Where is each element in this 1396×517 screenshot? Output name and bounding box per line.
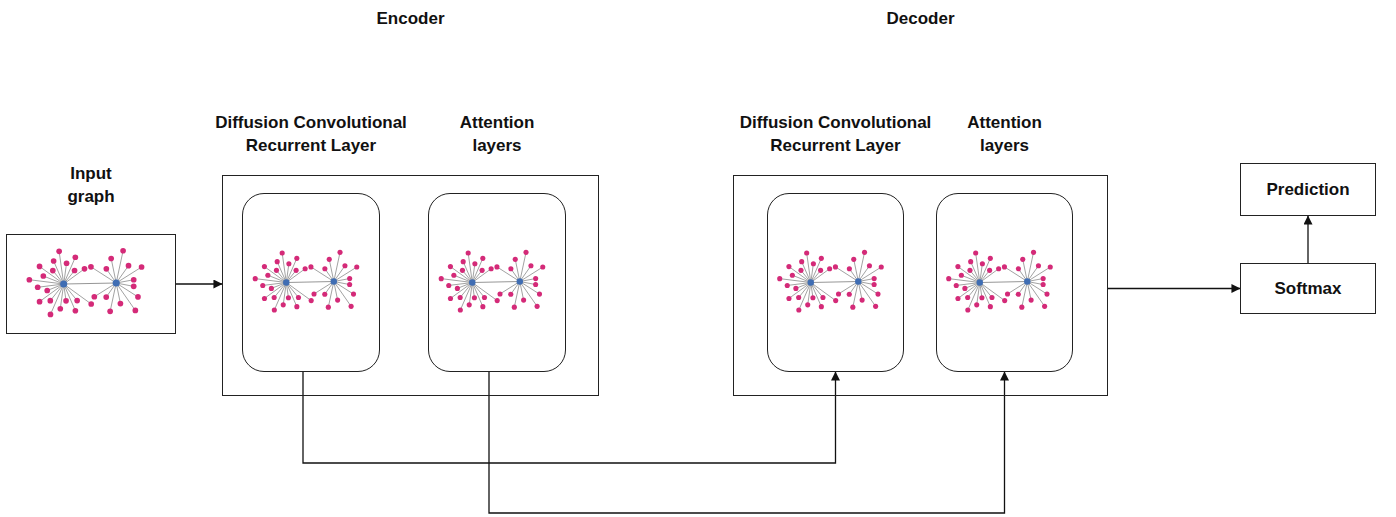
heading-label: Attention layers: [447, 112, 547, 158]
dcrnn-layer-box: Diffusion Convolutional Recurrent Layer: [242, 193, 380, 372]
flow-arrow: [176, 283, 222, 284]
flow-arrow: [1307, 216, 1308, 263]
graph-illustration: [946, 250, 1053, 313]
heading-label: Encoder: [311, 8, 511, 31]
flow-arrow: [1108, 288, 1240, 289]
attention-layer-box: Attention layers: [936, 193, 1073, 372]
flow-arrow: [303, 372, 836, 463]
heading-label: Attention layers: [955, 112, 1055, 158]
graph-illustration: [27, 248, 145, 317]
encoder-box: EncoderDiffusion Convolutional Recurrent…: [222, 175, 599, 396]
graph-illustration: [777, 250, 884, 313]
heading-label: Decoder: [821, 8, 1021, 31]
heading-label: Diffusion Convolutional Recurrent Layer: [716, 112, 956, 158]
flow-arrow: [489, 372, 1005, 513]
graph-illustration: [253, 250, 360, 313]
heading-label: Input graph: [46, 163, 136, 209]
input-graph-box: Input graph: [6, 234, 176, 334]
attention-layer-box: Attention layers: [428, 193, 566, 372]
prediction-box: Prediction: [1240, 163, 1376, 216]
box-label: Softmax: [1241, 264, 1375, 313]
box-label: Prediction: [1241, 164, 1375, 215]
decoder-box: DecoderDiffusion Convolutional Recurrent…: [733, 175, 1108, 396]
heading-label: Diffusion Convolutional Recurrent Layer: [191, 112, 431, 158]
dcrnn-layer-box: Diffusion Convolutional Recurrent Layer: [767, 193, 904, 372]
graph-illustration: [439, 250, 546, 313]
softmax-box: Softmax: [1240, 263, 1376, 314]
